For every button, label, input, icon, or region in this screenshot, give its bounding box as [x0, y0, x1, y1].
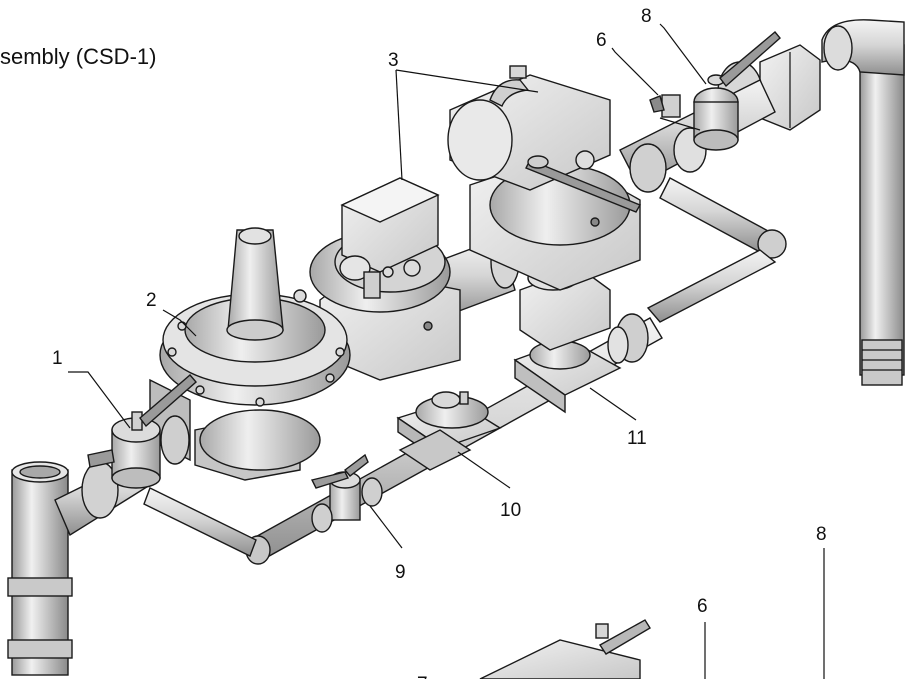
ball-valve-1	[87, 374, 197, 489]
leader-lines	[68, 23, 825, 679]
ball-valve-9	[310, 453, 383, 533]
callout-3: 3	[388, 50, 399, 71]
callout-2: 2	[146, 290, 157, 311]
solenoid-valve-11	[513, 265, 622, 414]
callout-11: 11	[627, 428, 647, 449]
lower-partial-assembly	[479, 619, 651, 680]
safety-shutoff-valve-rear	[447, 65, 642, 291]
callout-6-upper: 6	[596, 30, 607, 51]
pilot-regulator-10	[396, 391, 502, 471]
right-vertical-pipe	[821, 19, 905, 386]
callout-6-lower: 6	[697, 596, 708, 617]
callout-8-lower: 8	[816, 524, 827, 545]
safety-shutoff-valve-front	[309, 177, 461, 381]
callout-1: 1	[52, 348, 63, 369]
ball-valve-8	[693, 31, 781, 151]
callout-7: 7	[417, 674, 428, 679]
return-loop-pipe	[646, 177, 787, 323]
callout-8-upper: 8	[641, 6, 652, 27]
diagram-title: sembly (CSD-1)	[0, 44, 157, 69]
main-regulator-2	[149, 227, 351, 481]
left-inlet-pipe	[7, 457, 151, 676]
callout-10: 10	[500, 500, 521, 521]
union-fitting	[607, 313, 649, 364]
callout-9: 9	[395, 562, 406, 583]
test-cock-6	[649, 94, 701, 131]
